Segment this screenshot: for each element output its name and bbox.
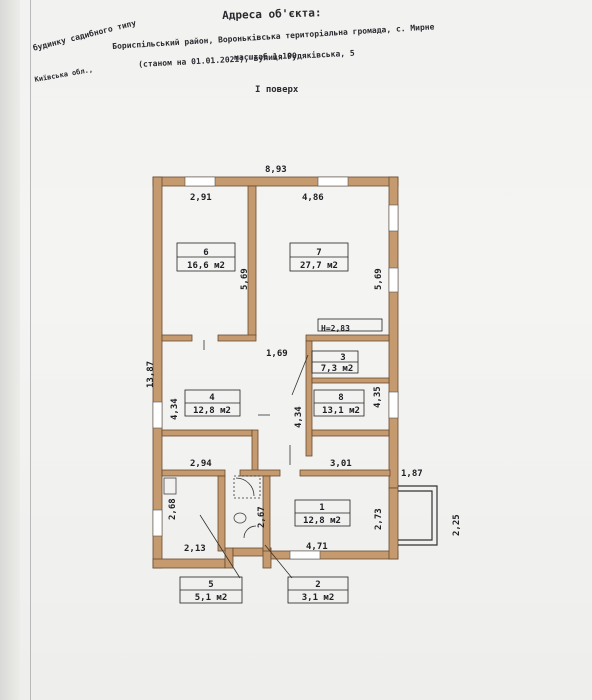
dim-porch-depth: 2,25 [452,514,462,536]
dim-294: 2,94 [190,459,212,469]
ceiling-height-label: H=2,83 [321,324,350,333]
room-3-area: 7,3 м2 [321,364,354,374]
windows [152,176,399,560]
dim-room8-height: 4,35 [373,386,383,408]
dim-porch-width: 1,87 [401,469,423,479]
page-binding-edge [0,0,20,700]
room-label-boxes [176,242,383,604]
room-4-area: 12,8 м2 [193,406,231,416]
walls [152,176,399,569]
leader-lines [199,340,309,579]
room-8-area: 13,1 м2 [322,406,360,416]
dim-room2-height: 2,67 [257,506,267,528]
dim-471: 4,71 [306,542,328,552]
dim-overall-height: 13,87 [146,361,156,388]
binding-margin-line [30,0,31,700]
room-2-area: 3,1 м2 [302,593,335,603]
room-7-area: 27,7 м2 [300,261,338,271]
bath-fixtures [163,477,247,524]
room-7-number: 7 [316,248,321,258]
room-6-area: 16,6 м2 [187,261,225,271]
room-1-number: 1 [319,503,324,513]
dim-overall-width: 8,93 [265,165,287,175]
room-6-number: 6 [203,248,208,258]
dim-room7-height: 5,69 [374,268,384,290]
room-2-number: 2 [315,580,320,590]
dim-corridor-width: 1,69 [266,349,288,359]
dim-301: 3,01 [330,459,352,469]
dim-room6-height: 5,69 [240,268,250,290]
dim-room6-width: 2,91 [190,193,212,203]
porch-outline [398,485,438,546]
room-4-number: 4 [209,393,215,403]
dim-room7-width: 4,86 [302,193,324,203]
dim-213: 2,13 [184,544,206,554]
room-8-number: 8 [338,393,343,403]
floor-title: I поверх [255,85,299,95]
room-1-area: 12,8 м2 [303,516,341,526]
dim-room1-height: 2,73 [374,508,384,530]
room-5-number: 5 [208,580,213,590]
dim-room4-height: 4,34 [170,398,180,420]
dim-corridor-height: 4,34 [294,406,304,428]
room-5-area: 5,1 м2 [195,593,228,603]
room-box-dividers [177,256,364,591]
dim-room5-height: 2,68 [168,498,178,520]
room-3-number: 3 [340,353,345,363]
